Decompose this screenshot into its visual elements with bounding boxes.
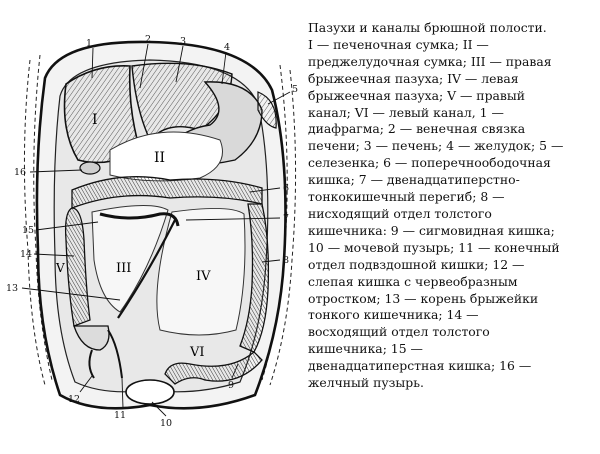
sigmoid-colon <box>164 351 263 385</box>
mesentery-root <box>117 217 177 319</box>
region-VI: VI <box>189 345 205 360</box>
label-4: 4 <box>224 42 230 53</box>
terminal-ileum <box>107 329 123 379</box>
urinary-bladder <box>125 379 175 405</box>
duodenum <box>99 212 180 227</box>
region-V: V <box>55 261 65 275</box>
spleen <box>257 91 277 129</box>
region-IV: IV <box>196 269 211 284</box>
label-11: 11 <box>114 410 126 421</box>
label-14: 14 <box>20 249 32 260</box>
abdomen-drawing: I II III IV V VI 1 2 3 <box>6 34 298 429</box>
label-1: 1 <box>86 38 92 49</box>
anatomy-figure: I II III IV V VI 1 2 3 <box>0 0 302 450</box>
region-I: I <box>92 112 98 128</box>
appendix <box>88 349 95 379</box>
label-5: 5 <box>292 84 298 95</box>
label-3: 3 <box>180 36 186 47</box>
label-2: 2 <box>145 34 151 45</box>
label-13: 13 <box>6 283 18 294</box>
label-7: 7 <box>283 213 289 224</box>
label-6: 6 <box>283 183 289 194</box>
label-8: 8 <box>283 255 289 266</box>
label-12: 12 <box>68 394 80 405</box>
figure-caption: Пазухи и каналы брюшной полости. I — печ… <box>308 20 564 391</box>
region-III: III <box>116 261 131 276</box>
label-15: 15 <box>22 225 34 236</box>
label-9: 9 <box>228 380 234 391</box>
gallbladder <box>79 161 101 175</box>
leader-lines <box>21 43 291 417</box>
region-II: II <box>154 150 165 166</box>
label-10: 10 <box>160 418 172 429</box>
label-16: 16 <box>14 167 26 178</box>
descending-colon <box>239 203 270 353</box>
